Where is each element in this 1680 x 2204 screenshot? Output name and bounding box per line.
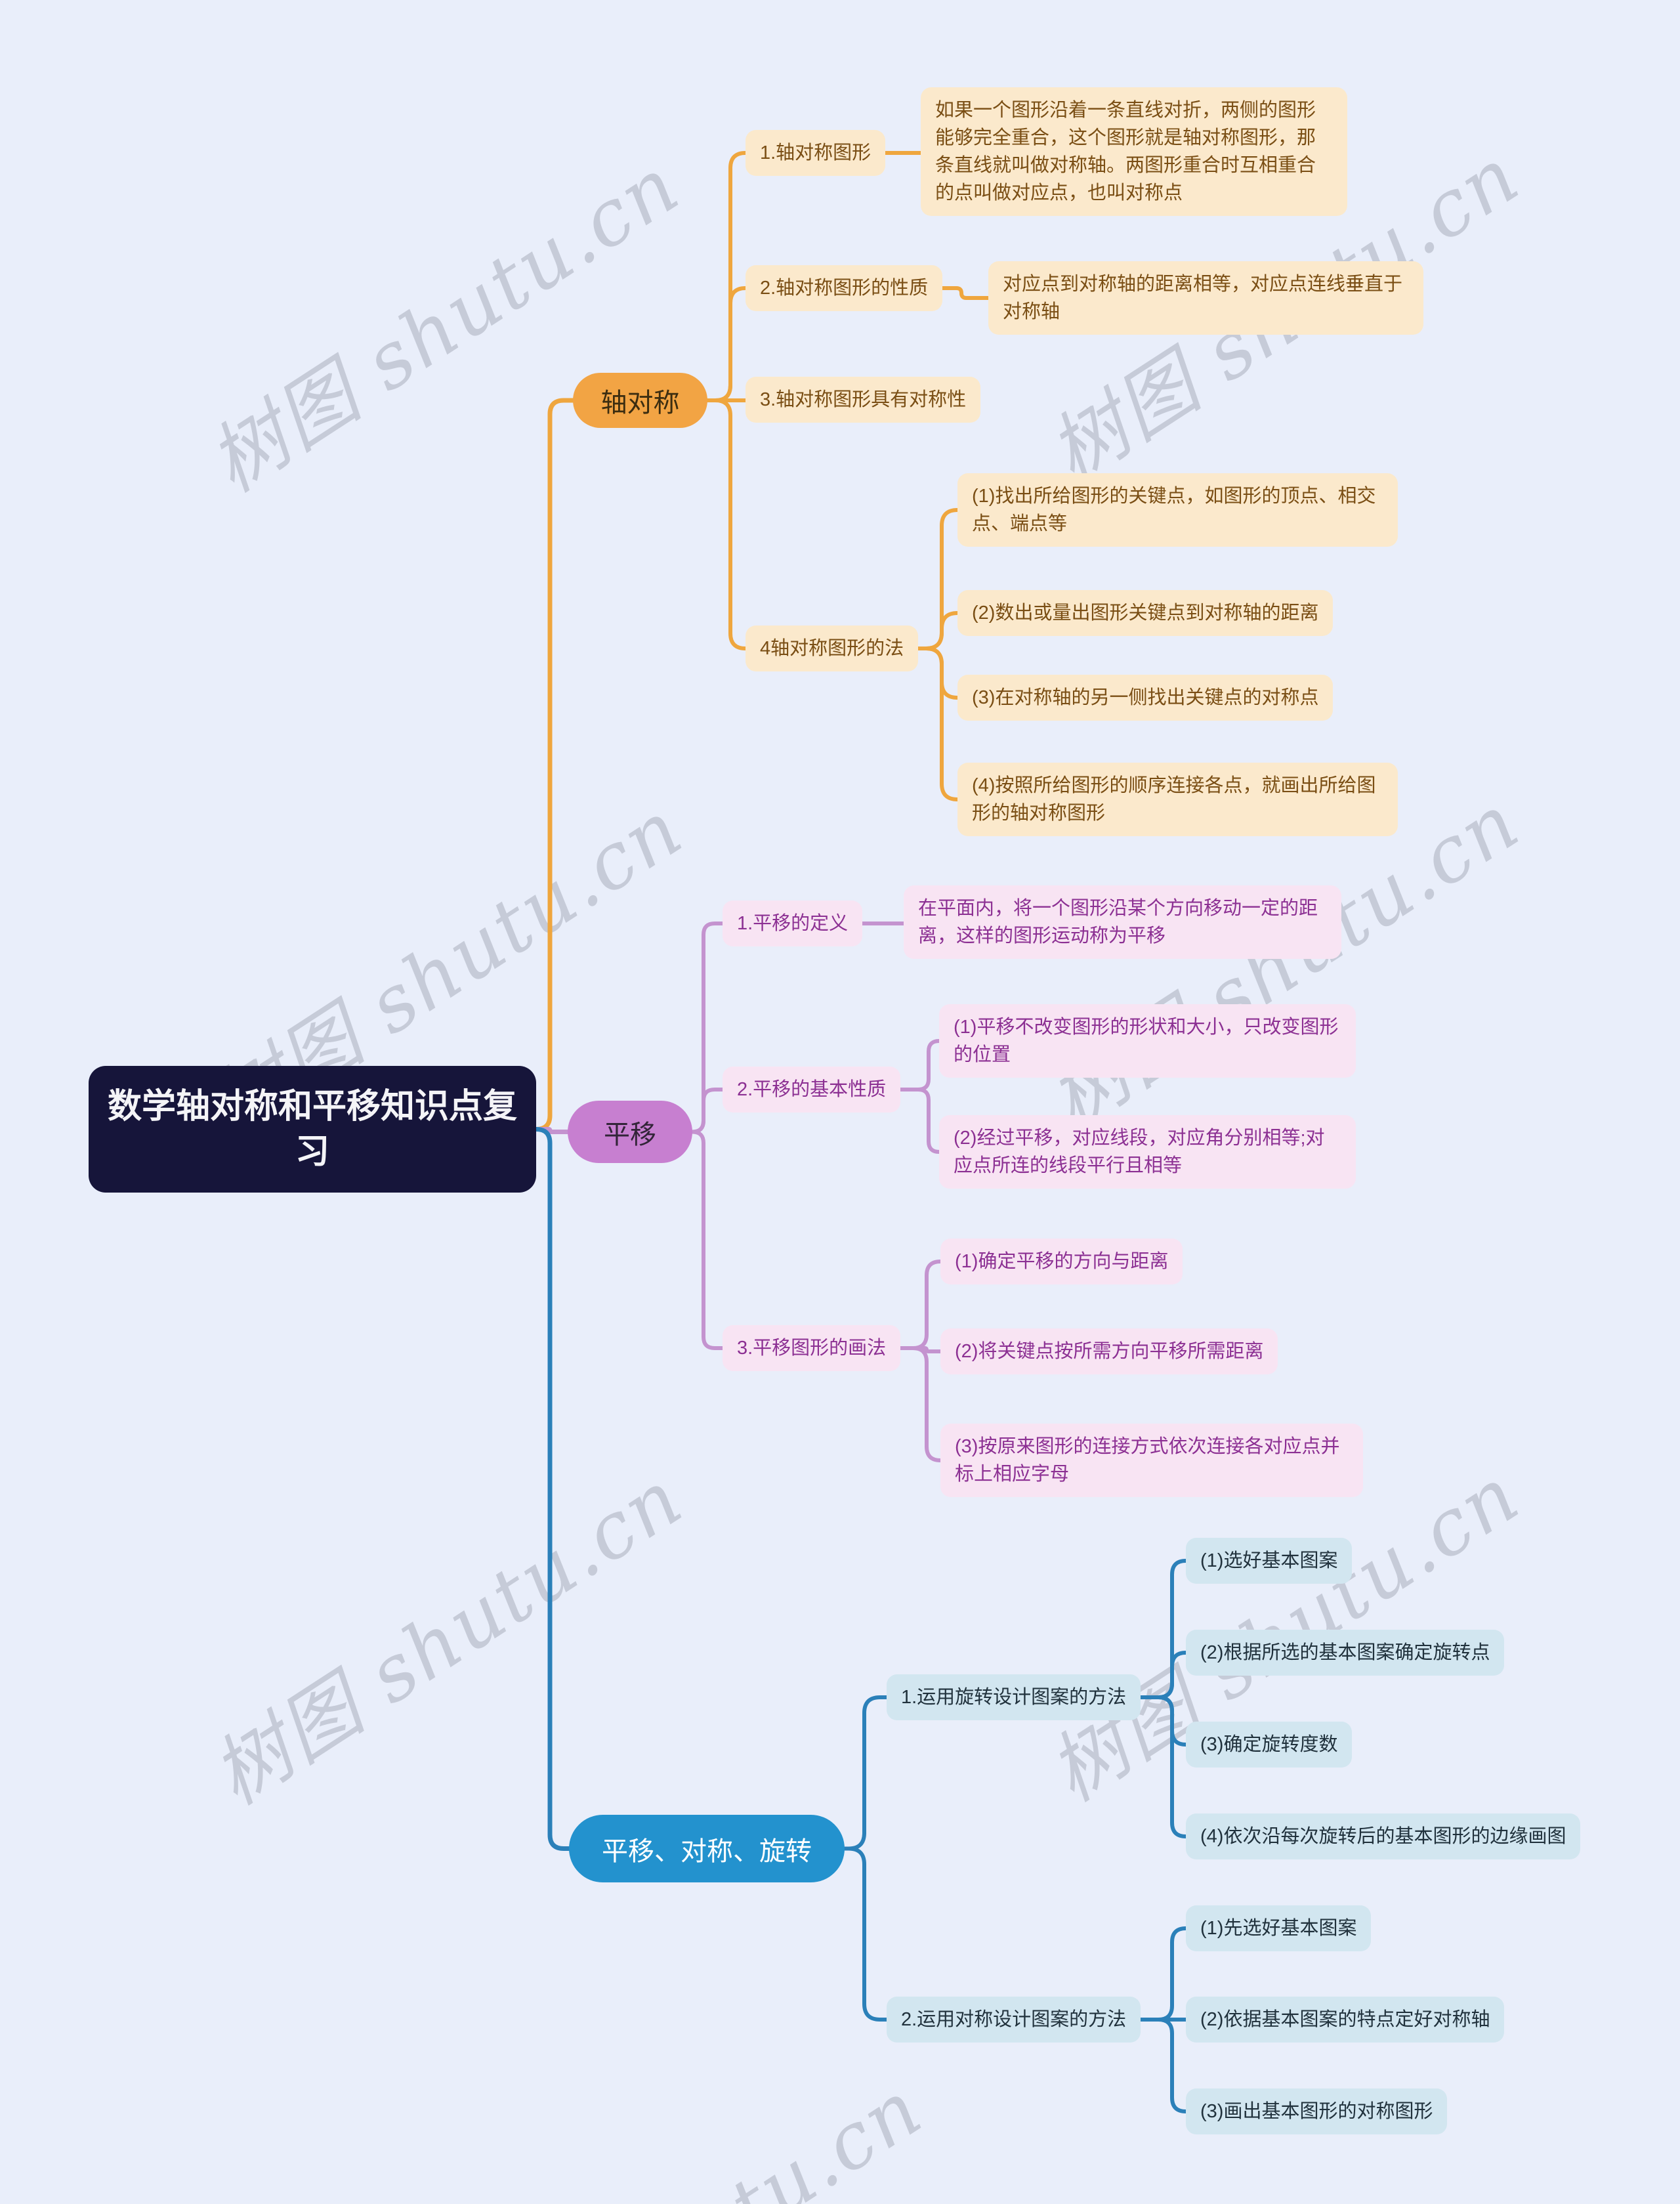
subtopic-translation-definition[interactable]: 1.平移的定义 xyxy=(723,901,863,947)
root-topic[interactable]: 数学轴对称和平移知识点复习 xyxy=(89,1066,536,1193)
detail-translation-drawing-step[interactable]: (1)确定平移的方向与距离 xyxy=(940,1239,1183,1285)
detail-rotation-design-step[interactable]: (1)选好基本图案 xyxy=(1186,1538,1353,1584)
topic-node-axis-symmetry[interactable]: 轴对称 xyxy=(573,373,707,428)
subtopic-symmetry-design-method[interactable]: 2.运用对称设计图案的方法 xyxy=(887,1997,1141,2043)
detail-translation-property[interactable]: (2)经过平移，对应线段，对应角分别相等;对应点所连的线段平行且相等 xyxy=(939,1115,1356,1189)
detail-axis-method-step[interactable]: (4)按照所给图形的顺序连接各点，就画出所给图形的轴对称图形 xyxy=(957,763,1398,837)
subtopic-axis-definition[interactable]: 1.轴对称图形 xyxy=(746,130,886,177)
detail-symmetry-design-step[interactable]: (1)先选好基本图案 xyxy=(1186,1905,1372,1952)
detail-translation-drawing-step[interactable]: (2)将关键点按所需方向平移所需距离 xyxy=(940,1328,1278,1375)
detail-symmetry-design-step[interactable]: (3)画出基本图形的对称图形 xyxy=(1186,2088,1448,2135)
detail-axis-method-step[interactable]: (2)数出或量出图形关键点到对称轴的距离 xyxy=(957,590,1334,637)
topic-node-translation-symmetry-rotation[interactable]: 平移、对称、旋转 xyxy=(569,1815,845,1882)
detail-axis-properties-text[interactable]: 对应点到对称轴的距离相等，对应点连线垂直于对称轴 xyxy=(988,261,1423,335)
subtopic-rotation-design-method[interactable]: 1.运用旋转设计图案的方法 xyxy=(887,1674,1141,1721)
detail-rotation-design-step[interactable]: (3)确定旋转度数 xyxy=(1186,1722,1353,1768)
detail-translation-definition-text[interactable]: 在平面内，将一个图形沿某个方向移动一定的距离，这样的图形运动称为平移 xyxy=(904,885,1341,960)
subtopic-axis-properties[interactable]: 2.轴对称图形的性质 xyxy=(746,265,943,312)
subtopic-axis-symmetry-note[interactable]: 3.轴对称图形具有对称性 xyxy=(746,377,981,423)
subtopic-translation-properties[interactable]: 2.平移的基本性质 xyxy=(723,1067,901,1113)
detail-rotation-design-step[interactable]: (4)依次沿每次旋转后的基本图形的边缘画图 xyxy=(1186,1813,1581,1860)
subtopic-translation-drawing[interactable]: 3.平移图形的画法 xyxy=(723,1325,901,1372)
detail-axis-method-step[interactable]: (1)找出所给图形的关键点，如图形的顶点、相交点、端点等 xyxy=(957,473,1398,547)
detail-translation-drawing-step[interactable]: (3)按原来图形的连接方式依次连接各对应点并标上相应字母 xyxy=(940,1424,1363,1498)
detail-translation-property[interactable]: (1)平移不改变图形的形状和大小，只改变图形的位置 xyxy=(939,1004,1356,1078)
detail-axis-method-step[interactable]: (3)在对称轴的另一侧找出关键点的对称点 xyxy=(957,675,1334,721)
detail-symmetry-design-step[interactable]: (2)依据基本图案的特点定好对称轴 xyxy=(1186,1997,1505,2043)
detail-rotation-design-step[interactable]: (2)根据所选的基本图案确定旋转点 xyxy=(1186,1630,1505,1676)
detail-axis-definition-text[interactable]: 如果一个图形沿着一条直线对折，两侧的图形能够完全重合，这个图形就是轴对称图形，那… xyxy=(921,87,1347,217)
subtopic-axis-method[interactable]: 4轴对称图形的法 xyxy=(746,625,919,672)
topic-node-translation[interactable]: 平移 xyxy=(568,1101,692,1163)
